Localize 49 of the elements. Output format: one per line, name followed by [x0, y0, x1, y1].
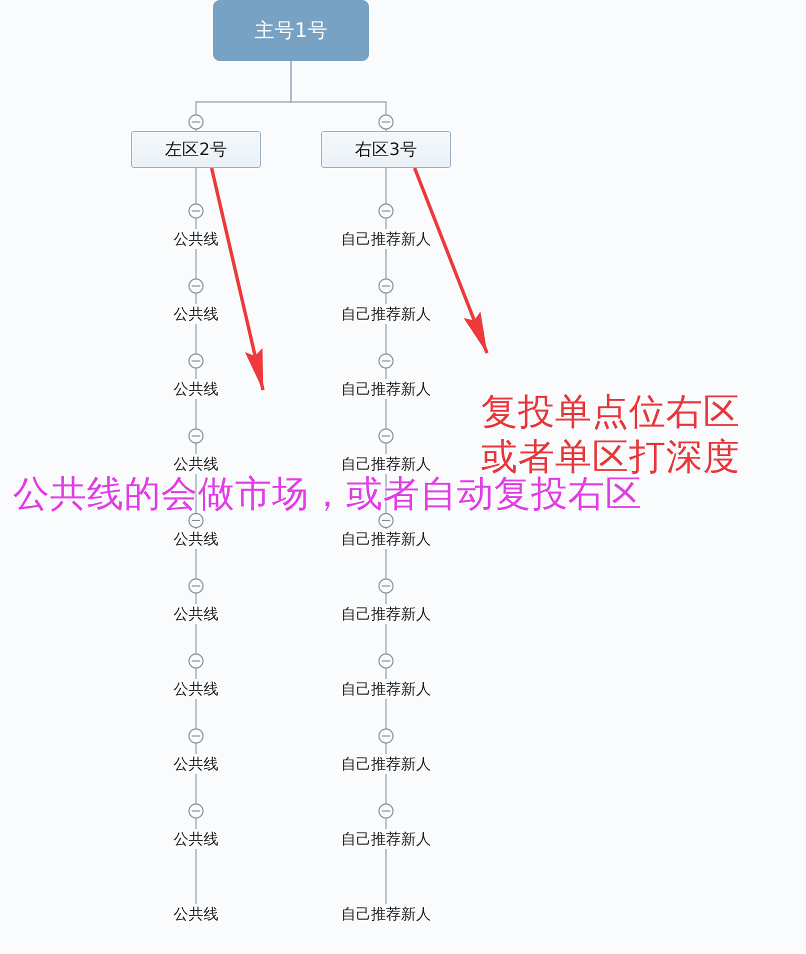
subtopic-label: 自己推荐新人 [341, 229, 431, 249]
connector-line [385, 324, 387, 379]
subtopic-label: 公共线 [174, 604, 218, 624]
topic-label: 主号1号 [254, 17, 328, 44]
connector-line [385, 699, 387, 754]
arrow [413, 167, 489, 354]
subtopic-label: 公共线 [174, 454, 218, 474]
subtopic-label: 公共线 [174, 229, 218, 249]
arrow [210, 168, 265, 391]
subtopic-label: 自己推荐新人 [341, 829, 431, 849]
branch-topic-box [321, 131, 451, 168]
connector-line [195, 324, 197, 379]
subtopic-label: 公共线 [174, 379, 218, 399]
subtopic-label: 公共线 [174, 529, 218, 549]
connector-line [385, 168, 387, 229]
connector-line [290, 61, 387, 131]
subtopic-label: 公共线 [174, 904, 218, 924]
subtopic-label: 自己推荐新人 [341, 529, 431, 549]
subtopic-label: 公共线 [174, 754, 218, 774]
connector-line [195, 699, 197, 754]
connector-line [385, 624, 387, 679]
connector-line [195, 549, 197, 604]
subtopic-label: 自己推荐新人 [341, 754, 431, 774]
subtopic-label: 自己推荐新人 [341, 679, 431, 699]
connector-line [195, 399, 197, 454]
connector-line [385, 249, 387, 304]
connector-line [195, 849, 197, 904]
subtopic-label: 公共线 [174, 679, 218, 699]
connector-line [385, 849, 387, 904]
connector-line [195, 774, 197, 829]
connector-line [385, 399, 387, 454]
connector-line [195, 168, 197, 229]
connector-line [195, 249, 197, 304]
annotation-text: 公共线的会做市场，或者自动复投右区 [13, 476, 642, 512]
topic-label: 右区3号 [355, 139, 417, 161]
topic-label: 左区2号 [165, 139, 227, 161]
connector-line [195, 624, 197, 679]
subtopic-label: 公共线 [174, 304, 218, 324]
root-topic-box [213, 0, 369, 61]
subtopic-label: 自己推荐新人 [341, 604, 431, 624]
subtopic-label: 自己推荐新人 [341, 304, 431, 324]
branch-topic-box [131, 131, 261, 168]
subtopic-label: 自己推荐新人 [341, 454, 431, 474]
subtopic-label: 自己推荐新人 [341, 379, 431, 399]
subtopic-label: 自己推荐新人 [341, 904, 431, 924]
annotation-text: 复投单点位右区或者单区打深度 [481, 389, 741, 478]
connector-line [385, 549, 387, 604]
connector-line [385, 774, 387, 829]
subtopic-label: 公共线 [174, 829, 218, 849]
